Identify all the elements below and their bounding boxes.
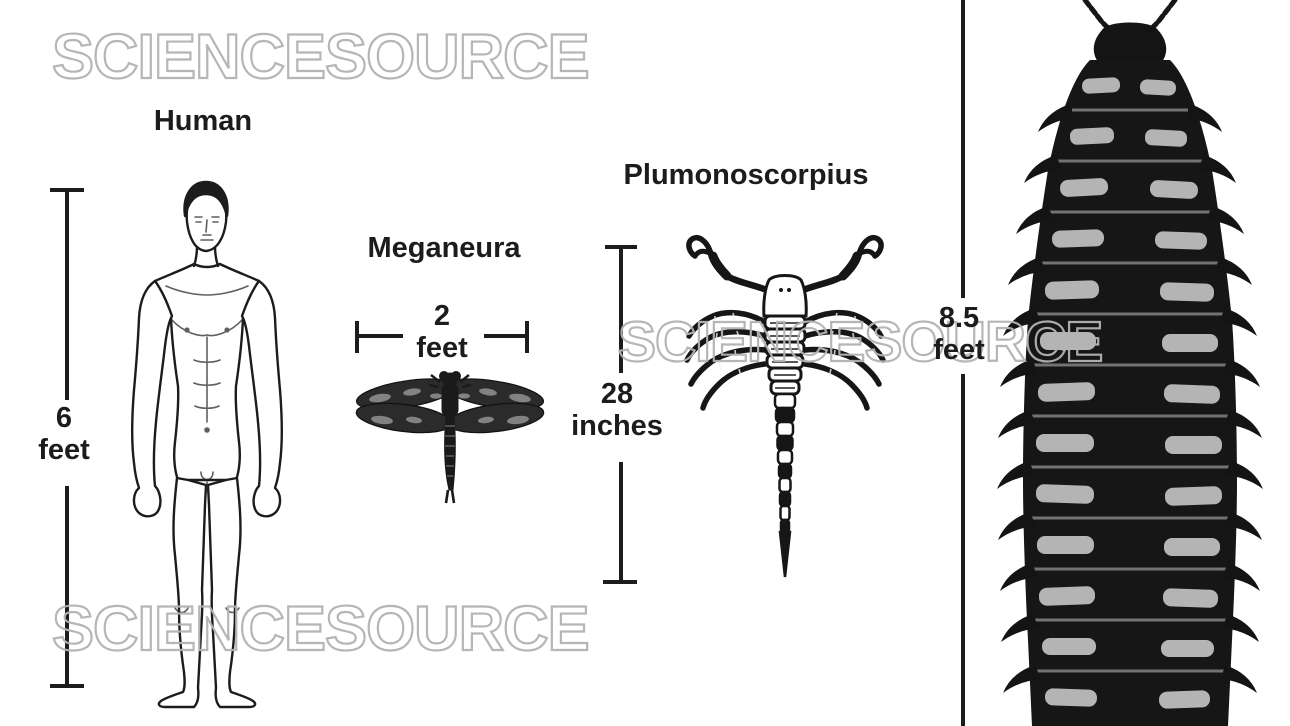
human-label: Human xyxy=(153,105,253,137)
giant-millipede-measurement: 8.5 feet xyxy=(933,302,985,367)
meganeura-scalebar-right-segment xyxy=(484,334,529,338)
plumonoscorpius-measurement-unit: inches xyxy=(571,410,663,443)
human-measurement: 6 feet xyxy=(38,402,90,467)
giant-millipede-measurement-value: 8.5 xyxy=(938,302,980,334)
plumonoscorpius-scalebar-bottom-tick xyxy=(603,580,637,584)
meganeura-label: Meganeura xyxy=(367,232,521,264)
human-illustration xyxy=(130,180,284,709)
watermark-top: SCIENCESOURCE xyxy=(51,22,591,92)
plumonoscorpius-scalebar-upper-segment xyxy=(619,245,623,373)
giant-millipede-scalebar-upper-segment xyxy=(961,0,965,298)
human-measurement-unit: feet xyxy=(38,434,90,467)
human-scalebar-upper-segment xyxy=(65,188,69,400)
giant-millipede-illustration xyxy=(997,0,1263,726)
giant-millipede-scalebar-lower-segment xyxy=(961,374,965,726)
plumonoscorpius-scalebar-lower-segment xyxy=(619,462,623,584)
meganeura-measurement-unit: feet xyxy=(416,332,468,365)
plumonoscorpius-label: Plumonoscorpius xyxy=(623,159,869,191)
meganeura-measurement: 2 feet xyxy=(416,300,468,365)
human-scalebar-bottom-tick xyxy=(50,684,84,688)
meganeura-illustration xyxy=(355,371,545,504)
meganeura-measurement-value: 2 xyxy=(433,300,451,332)
human-scalebar-lower-segment xyxy=(65,486,69,686)
plumonoscorpius-illustration xyxy=(684,234,886,578)
plumonoscorpius-measurement-value: 28 xyxy=(600,378,634,410)
plumonoscorpius-measurement: 28 inches xyxy=(571,378,663,443)
meganeura-scalebar-right-tick xyxy=(525,321,529,353)
meganeura-scalebar-left-segment xyxy=(355,334,403,338)
human-measurement-value: 6 xyxy=(55,402,73,434)
giant-millipede-measurement-unit: feet xyxy=(933,334,985,367)
